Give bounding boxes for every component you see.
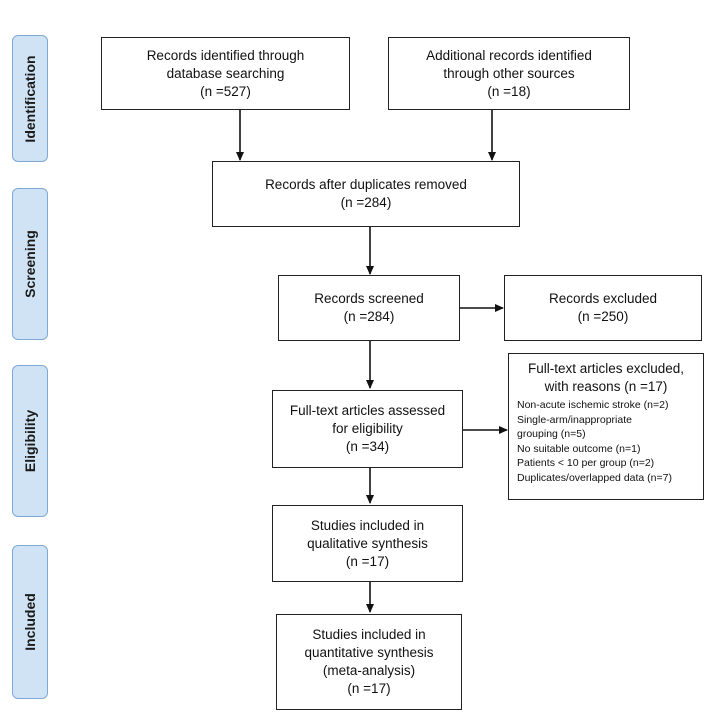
- fulltext-assessed-line-2: for eligibility: [332, 421, 403, 436]
- records-excluded-line-2: (n =250): [577, 309, 629, 324]
- records-excluded-line-1: Records excluded: [548, 291, 658, 306]
- additional-records-box: Additional records identified through ot…: [388, 37, 630, 110]
- quantitative-line-1: Studies included in: [312, 627, 426, 642]
- records-identified-line-3: (n =527): [200, 83, 251, 99]
- records-identified-box: Records identified through database sear…: [101, 37, 350, 110]
- exclusion-reason: Patients < 10 per group (n=2): [517, 457, 655, 469]
- fulltext-excluded-heading: Full-text articles excluded, with reason…: [517, 360, 695, 396]
- stage-included: Included: [12, 545, 48, 699]
- fulltext-assessed-line-3: (n =34): [345, 439, 390, 454]
- records-screened-line-1: Records screened: [314, 291, 424, 306]
- quantitative-line-2: quantitative synthesis: [304, 645, 434, 660]
- after-duplicates-box: Records after duplicates removed (n =284…: [212, 161, 520, 227]
- records-screened-box: Records screened (n =284): [278, 275, 460, 341]
- qualitative-synthesis-box: Studies included in qualitative synthesi…: [272, 505, 463, 582]
- exclusion-reason: Non-acute ischemic stroke (n=2): [517, 399, 669, 411]
- fulltext-excluded-heading-line-2: with reasons (n =17): [544, 379, 668, 394]
- exclusion-reason: Single-arm/inappropriate: [517, 413, 632, 426]
- stage-screening: Screening: [12, 188, 48, 340]
- additional-records-line-1: Additional records identified: [426, 47, 592, 63]
- after-duplicates-line-2: (n =284): [340, 195, 392, 210]
- stage-eligibility: Eligibility: [12, 365, 48, 517]
- exclusion-reason: Duplicates/overlapped data (n=7): [517, 471, 672, 484]
- fulltext-assessed-box: Full-text articles assessed for eligibil…: [272, 390, 463, 468]
- fulltext-assessed-line-1: Full-text articles assessed: [289, 403, 446, 418]
- fulltext-excluded-box: Full-text articles excluded, with reason…: [508, 353, 704, 500]
- quantitative-line-3: (meta-analysis): [322, 663, 416, 678]
- quantitative-line-4: (n =17): [347, 681, 391, 696]
- qualitative-line-3: (n =17): [345, 553, 390, 569]
- exclusion-reason: No suitable outcome (n=1): [517, 442, 641, 455]
- records-screened-line-2: (n =284): [343, 309, 395, 324]
- qualitative-line-2: qualitative synthesis: [307, 535, 428, 551]
- qualitative-line-1: Studies included in: [310, 517, 425, 533]
- stage-identification: Identification: [12, 35, 48, 162]
- records-excluded-box: Records excluded (n =250): [504, 275, 702, 341]
- quantitative-synthesis-box: Studies included in quantitative synthes…: [276, 614, 462, 710]
- exclusion-reason: grouping (n=5): [517, 428, 586, 440]
- additional-records-line-3: (n =18): [487, 83, 531, 99]
- records-identified-line-2: database searching: [166, 65, 285, 81]
- records-identified-line-1: Records identified through: [146, 47, 305, 63]
- additional-records-line-2: through other sources: [443, 65, 575, 81]
- fulltext-excluded-heading-line-1: Full-text articles excluded,: [527, 361, 685, 376]
- after-duplicates-line-1: Records after duplicates removed: [265, 177, 467, 192]
